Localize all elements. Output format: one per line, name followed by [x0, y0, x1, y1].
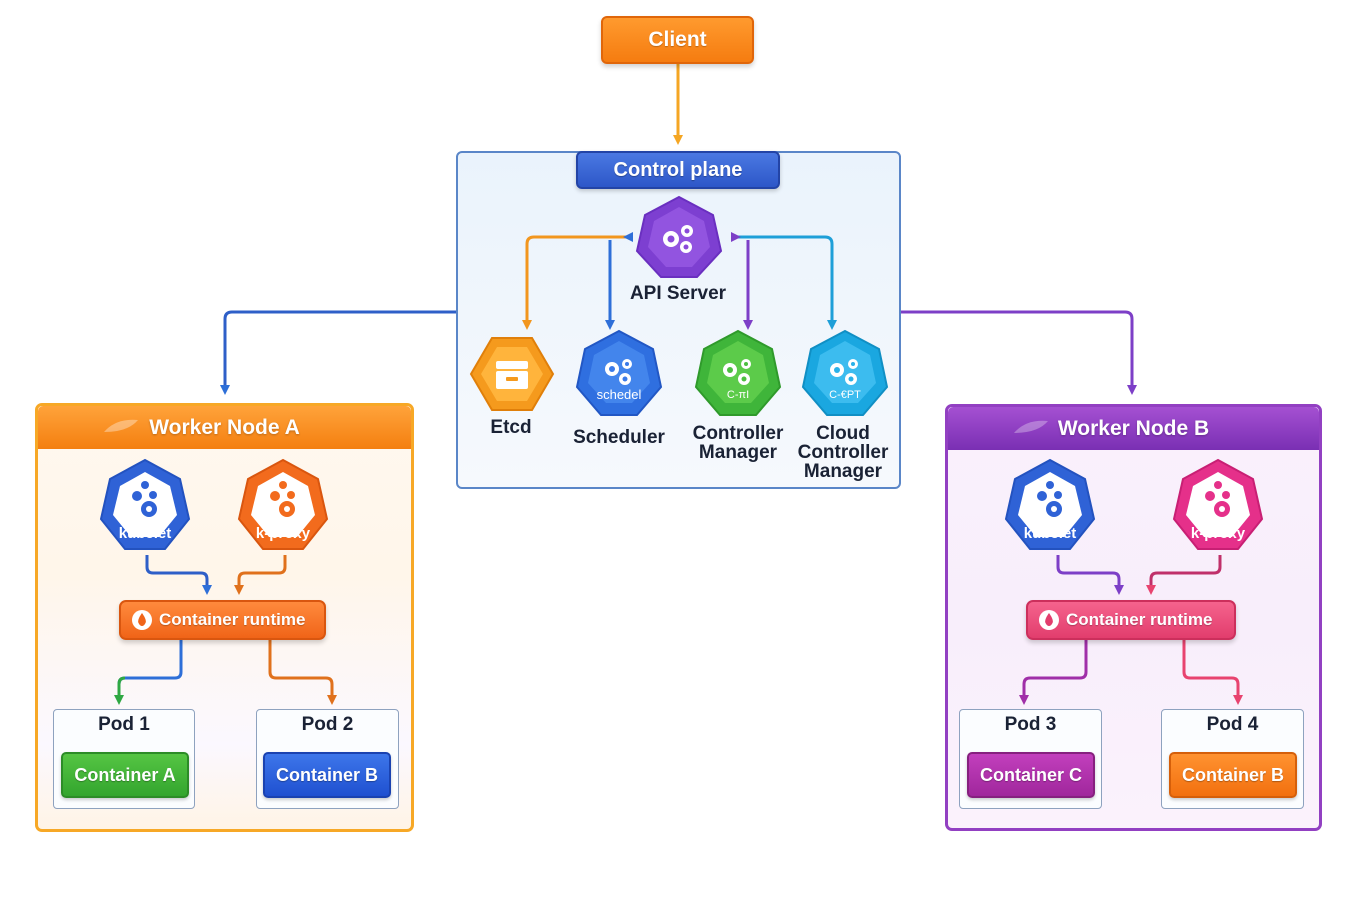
pod-1-title: Pod 1: [98, 714, 150, 735]
gears-icon: [723, 359, 751, 385]
gears-icon: [1037, 481, 1062, 517]
database-drawer-icon: [496, 361, 528, 389]
cloud-controller-manager-icon-text: C-€PT: [829, 389, 861, 401]
gears-icon: [663, 225, 693, 253]
controller-manager-label: Controller Manager: [692, 423, 784, 463]
scheduler-icon-text: schedel: [597, 387, 642, 402]
scheduler-node[interactable]: schedel: [574, 329, 664, 416]
k-proxy-a-label: k-proxy: [256, 525, 311, 542]
container-b-button[interactable]: Container B: [263, 752, 391, 798]
controller-manager-node[interactable]: C-πI: [693, 329, 783, 416]
drop-icon: [1039, 610, 1059, 630]
container-runtime-a[interactable]: Container runtime: [119, 600, 326, 640]
gears-icon: [830, 359, 858, 385]
scheduler-label: Scheduler: [573, 427, 665, 448]
worker-node-b-header: Worker Node B: [948, 407, 1319, 450]
cloud-controller-manager-label: Cloud Controller Manager: [797, 423, 889, 482]
k-proxy-b-node[interactable]: k-proxy: [1172, 458, 1264, 550]
kubelet-a-label: kubelet: [119, 525, 172, 542]
k-proxy-b-label: k-proxy: [1191, 525, 1246, 542]
pod-4-title: Pod 4: [1206, 714, 1259, 735]
worker-node-a-header: Worker Node A: [38, 406, 411, 449]
cloud-controller-manager-node[interactable]: C-€PT: [800, 329, 890, 416]
gears-icon: [132, 481, 157, 517]
gears-icon: [605, 359, 632, 385]
gears-icon: [270, 481, 295, 517]
etcd-node[interactable]: [469, 336, 555, 412]
leaf-icon: [104, 419, 138, 432]
container-b-node-b-button[interactable]: Container B: [1169, 752, 1297, 798]
container-c-button[interactable]: Container C: [967, 752, 1095, 798]
leaf-icon: [1014, 420, 1048, 433]
client-label: Client: [648, 28, 707, 51]
client-box[interactable]: Client: [601, 16, 754, 64]
controller-manager-icon-text: C-πI: [727, 389, 749, 401]
api-server-label: API Server: [629, 283, 727, 304]
container-a-button[interactable]: Container A: [61, 752, 189, 798]
k-proxy-a-node[interactable]: k-proxy: [237, 458, 329, 550]
control-plane-title: Control plane: [576, 151, 780, 189]
kubelet-b-label: kubelet: [1024, 525, 1077, 542]
etcd-label: Etcd: [490, 417, 532, 438]
kubelet-b-node[interactable]: kubelet: [1004, 458, 1096, 550]
kubelet-a-node[interactable]: kubelet: [99, 458, 191, 550]
drop-icon: [132, 610, 152, 630]
container-runtime-b[interactable]: Container runtime: [1026, 600, 1236, 640]
pod-2-title: Pod 2: [301, 714, 354, 735]
api-server-node[interactable]: [634, 195, 724, 278]
gears-icon: [1205, 481, 1230, 517]
pod-3-title: Pod 3: [1004, 714, 1057, 735]
